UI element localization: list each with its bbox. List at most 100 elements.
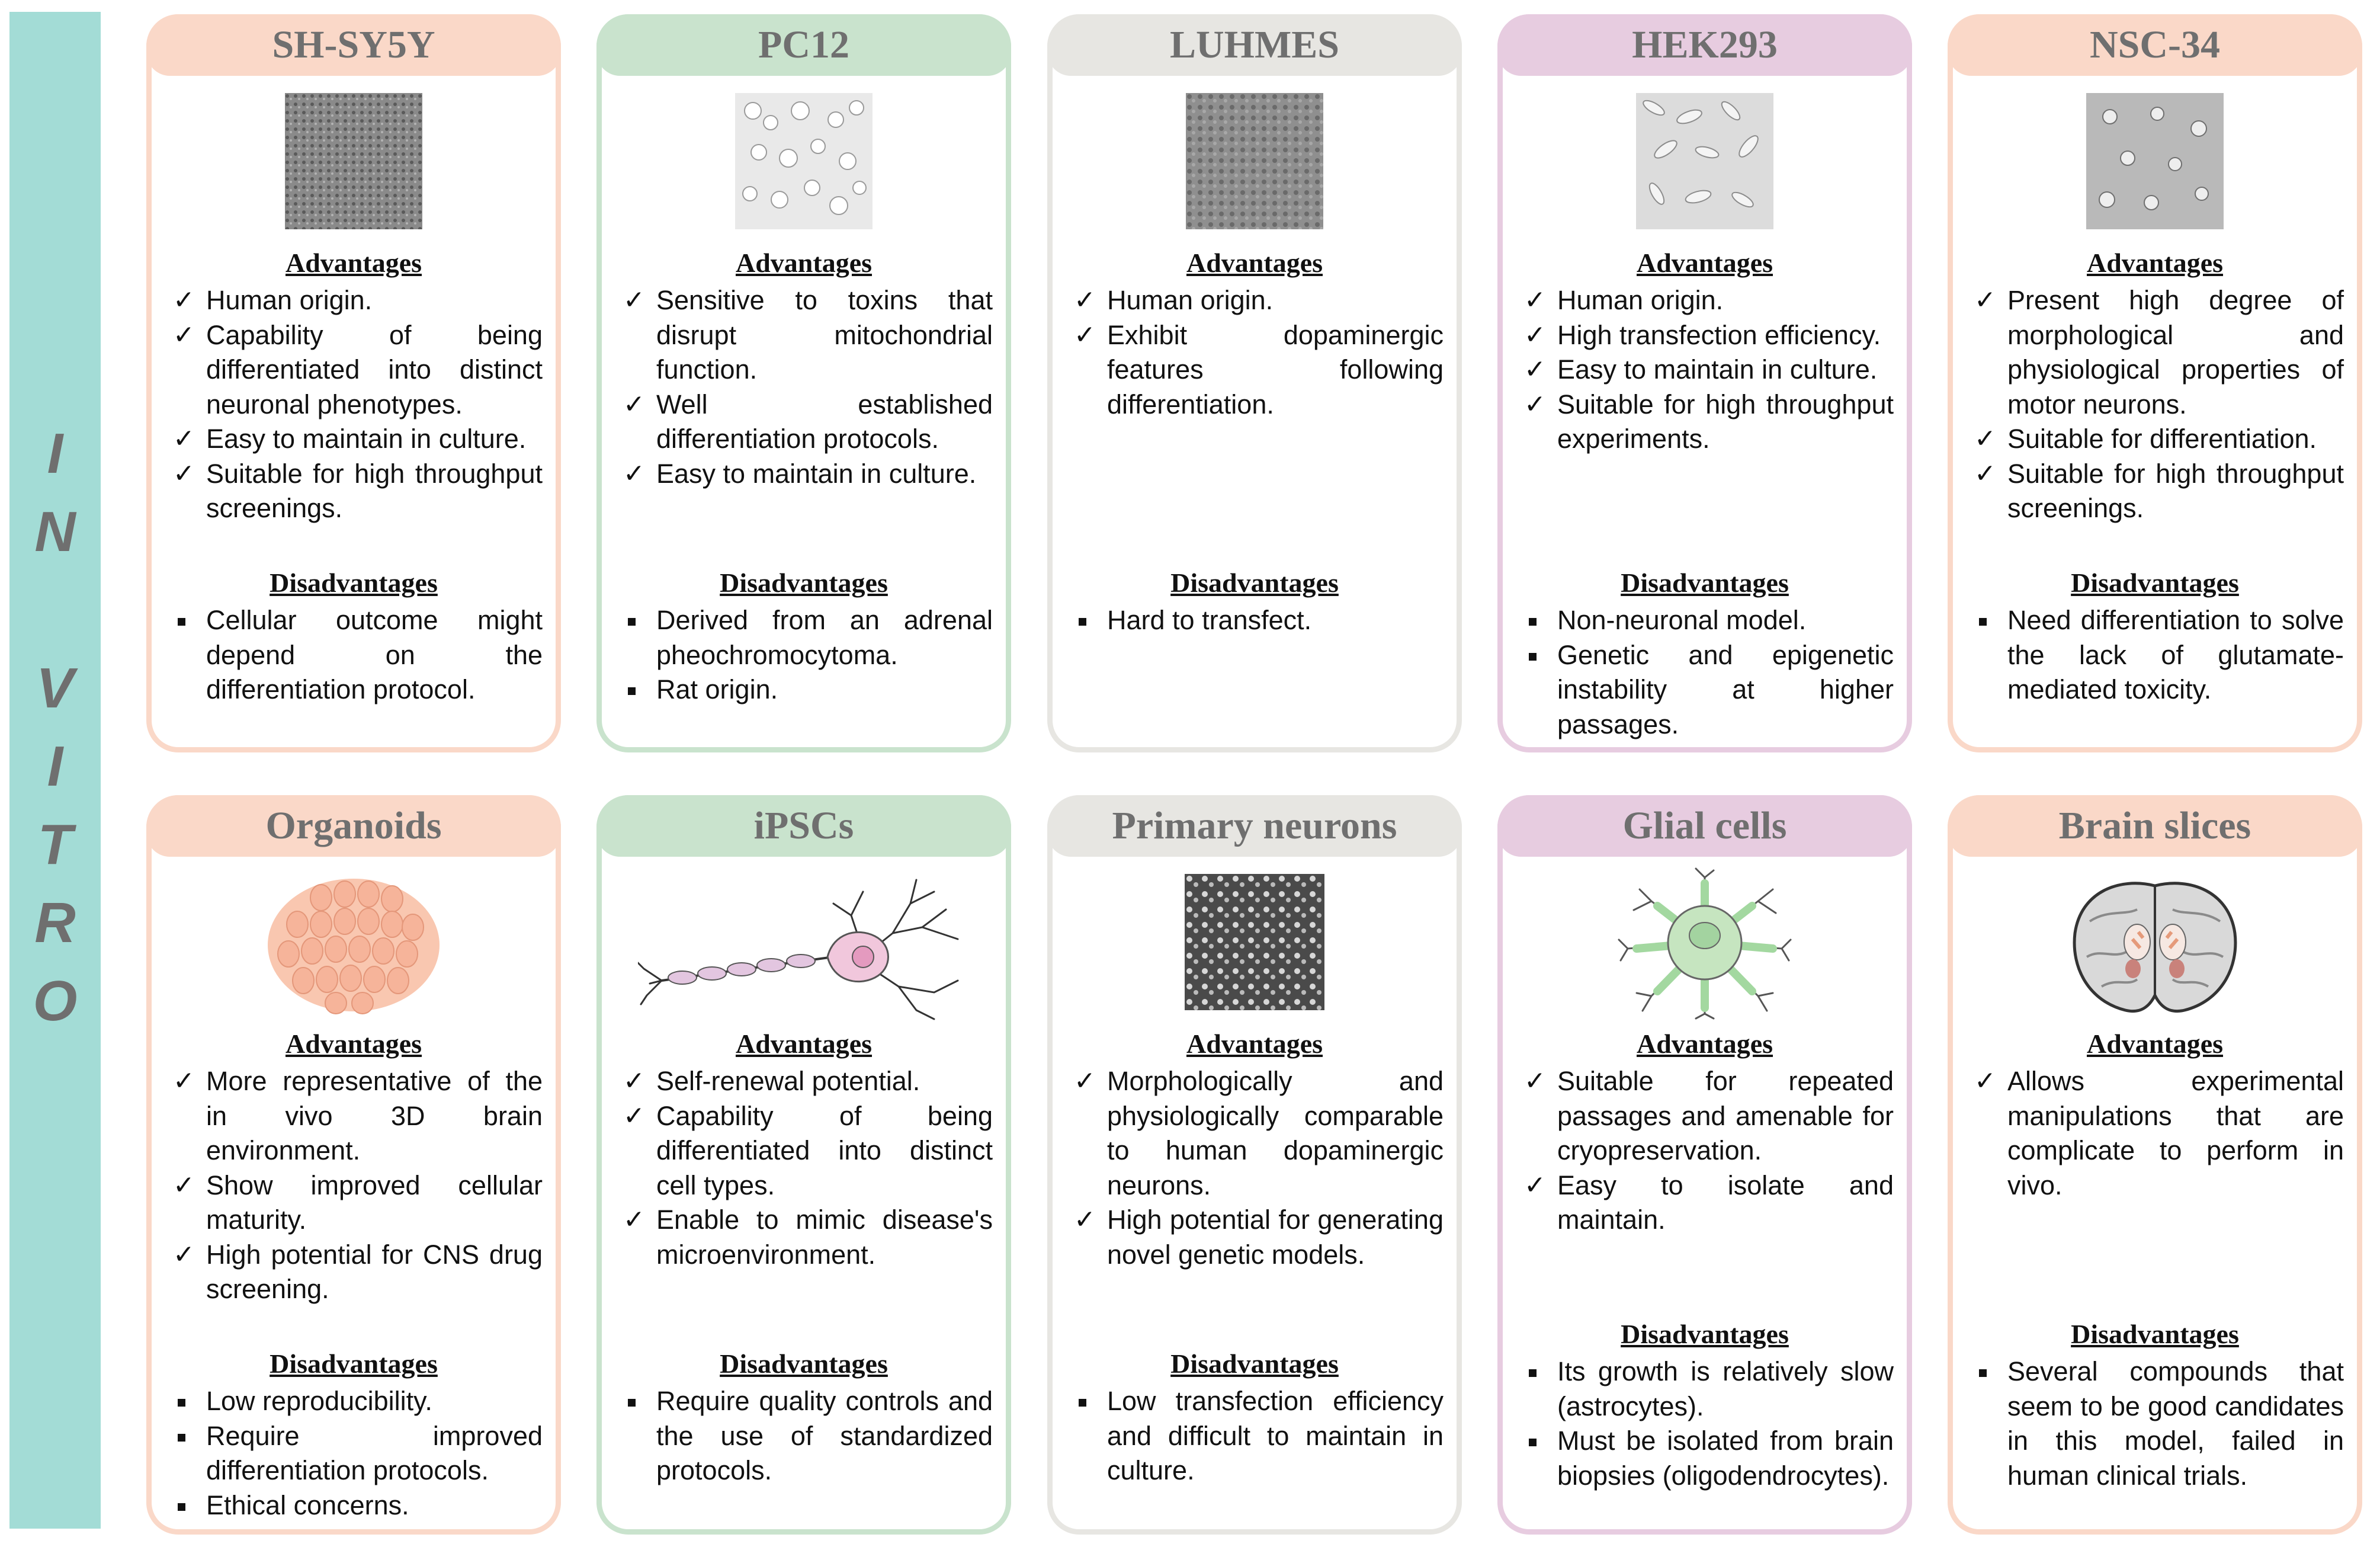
card-title: Glial cells	[1497, 795, 1912, 857]
list-item: Require quality controls and the use of …	[622, 1384, 993, 1488]
disadvantages-list: Hard to transfect.	[1073, 603, 1444, 638]
disadvantages-list: Non-neuronal model. Genetic and epigenet…	[1523, 603, 1894, 742]
advantages-heading: Advantages	[735, 248, 873, 278]
advantages-list: Human origin. Capability of being differ…	[172, 283, 543, 526]
list-item: Easy to maintain in culture.	[622, 457, 993, 492]
list-item: Enable to mimic disease's microenvironme…	[622, 1203, 993, 1272]
card-title: HEK293	[1497, 14, 1912, 76]
advantages-heading: Advantages	[285, 248, 422, 278]
list-item: Suitable for high throughput screenings.	[172, 457, 543, 526]
list-item: High potential for generating novel gene…	[1073, 1203, 1444, 1272]
list-item: Easy to maintain in culture.	[1523, 353, 1894, 387]
disadvantages-heading: Disadvantages	[2071, 568, 2239, 598]
brain-slice-icon	[2073, 882, 2237, 1013]
list-item: High transfection efficiency.	[1523, 318, 1894, 353]
card-luhmes: LUHMES Advantages Human origin. Exhibit …	[1047, 14, 1462, 752]
list-item: Hard to transfect.	[1073, 603, 1444, 638]
card-sh-sy5y: SH-SY5Y Advantages Human origin. Capabil…	[146, 14, 561, 752]
advantages-heading: Advantages	[1636, 1029, 1773, 1059]
advantages-heading: Advantages	[2086, 1029, 2224, 1059]
list-item: Require improved differentiation protoco…	[172, 1419, 543, 1488]
card-title: SH-SY5Y	[146, 14, 561, 76]
card-title: Brain slices	[1948, 795, 2362, 857]
disadvantages-heading: Disadvantages	[270, 568, 438, 598]
list-item: Its growth is relatively slow (astrocyte…	[1523, 1354, 1894, 1424]
card-title: Primary neurons	[1047, 795, 1462, 857]
in-vitro-side-bar	[9, 12, 101, 1529]
list-item: Human origin.	[1073, 283, 1444, 318]
list-item: Allows experimental manipulations that a…	[1973, 1064, 2344, 1203]
micrograph-image	[735, 93, 873, 229]
list-item: Several compounds that seem to be good c…	[1973, 1354, 2344, 1493]
list-item: Human origin.	[172, 283, 543, 318]
list-item: Morphologically and physiologically comp…	[1073, 1064, 1444, 1203]
advantages-list: Sensitive to toxins that disrupt mitocho…	[622, 283, 993, 491]
advantages-list: Present high degree of morphological and…	[1973, 283, 2344, 526]
list-item: Present high degree of morphological and…	[1973, 283, 2344, 422]
list-item: Rat origin.	[622, 672, 993, 707]
advantages-list: Human origin. Exhibit dopaminergic featu…	[1073, 283, 1444, 422]
card-primary-neurons: Primary neurons Advantages Morphological…	[1047, 795, 1462, 1535]
advantages-heading: Advantages	[2086, 248, 2224, 278]
card-nsc-34: NSC-34 Advantages Present high degree of…	[1948, 14, 2362, 752]
list-item: Low reproducibility.	[172, 1384, 543, 1419]
list-item: Must be isolated from brain biopsies (ol…	[1523, 1424, 1894, 1493]
disadvantages-list: Need differentiation to solve the lack o…	[1973, 603, 2344, 707]
list-item: Human origin.	[1523, 283, 1894, 318]
disadvantages-list: Low transfection efficiency and difficul…	[1073, 1384, 1444, 1488]
list-item: Self-renewal potential.	[622, 1064, 993, 1099]
side-letter: I	[47, 735, 63, 798]
neuron-icon	[638, 879, 959, 1020]
list-item: Derived from an adrenal pheochromocytoma…	[622, 603, 993, 672]
advantages-heading: Advantages	[1636, 248, 1773, 278]
advantages-list: Self-renewal potential. Capability of be…	[622, 1064, 993, 1272]
list-item: Ethical concerns.	[172, 1488, 543, 1523]
micrograph-image	[1185, 874, 1324, 1010]
advantages-list: Human origin. High transfection efficien…	[1523, 283, 1894, 457]
card-organoids: Organoids Advantages More representative…	[146, 795, 561, 1535]
list-item: Suitable for repeated passages and amena…	[1523, 1064, 1894, 1168]
list-item: Capability of being differentiated into …	[172, 318, 543, 422]
disadvantages-heading: Disadvantages	[1170, 568, 1339, 598]
list-item: Show improved cellular maturity.	[172, 1168, 543, 1238]
side-letter: R	[34, 891, 76, 955]
disadvantages-list: Cellular outcome might depend on the dif…	[172, 603, 543, 707]
list-item: Exhibit dopaminergic features following …	[1073, 318, 1444, 422]
list-item: Low transfection efficiency and difficul…	[1073, 1384, 1444, 1488]
side-letter: T	[37, 813, 73, 876]
advantages-heading: Advantages	[285, 1029, 422, 1059]
disadvantages-heading: Disadvantages	[720, 1349, 888, 1379]
list-item: Well established differentiation protoco…	[622, 387, 993, 457]
disadvantages-list: Derived from an adrenal pheochromocytoma…	[622, 603, 993, 707]
list-item: Sensitive to toxins that disrupt mitocho…	[622, 283, 993, 387]
list-item: Easy to maintain in culture.	[172, 422, 543, 457]
card-title: PC12	[596, 14, 1011, 76]
in-vitro-label: I N V I T R O	[9, 415, 101, 1040]
list-item: Easy to isolate and maintain.	[1523, 1168, 1894, 1238]
card-title: Organoids	[146, 795, 561, 857]
advantages-heading: Advantages	[1186, 1029, 1323, 1059]
micrograph-image	[2086, 93, 2224, 229]
disadvantages-list: Its growth is relatively slow (astrocyte…	[1523, 1354, 1894, 1493]
list-item: Cellular outcome might depend on the dif…	[172, 603, 543, 707]
micrograph-image	[285, 93, 422, 229]
side-letter: O	[33, 969, 78, 1033]
disadvantages-heading: Disadvantages	[1621, 1319, 1789, 1349]
advantages-heading: Advantages	[1186, 248, 1323, 278]
organoid-cluster-icon	[268, 879, 440, 1014]
card-brain-slices: Brain slices Advantages Allows experimen…	[1948, 795, 2362, 1535]
side-letter: I	[47, 422, 63, 485]
disadvantages-heading: Disadvantages	[1621, 568, 1789, 598]
micrograph-image	[1186, 93, 1323, 229]
list-item: Capability of being differentiated into …	[622, 1099, 993, 1203]
disadvantages-list: Several compounds that seem to be good c…	[1973, 1354, 2344, 1493]
list-item: Suitable for high throughput screenings.	[1973, 457, 2344, 526]
advantages-list: Suitable for repeated passages and amena…	[1523, 1064, 1894, 1238]
list-item: Suitable for differentiation.	[1973, 422, 2344, 457]
advantages-list: Morphologically and physiologically comp…	[1073, 1064, 1444, 1272]
card-pc12: PC12 Advantages Sensitive to toxins that…	[596, 14, 1011, 752]
list-item: More representative of the in vivo 3D br…	[172, 1064, 543, 1168]
disadvantages-list: Require quality controls and the use of …	[622, 1384, 993, 1488]
card-ipscs: iPSCs Advantages Self-renewal potential.…	[596, 795, 1011, 1535]
list-item: Genetic and epigenetic instability at hi…	[1523, 638, 1894, 742]
